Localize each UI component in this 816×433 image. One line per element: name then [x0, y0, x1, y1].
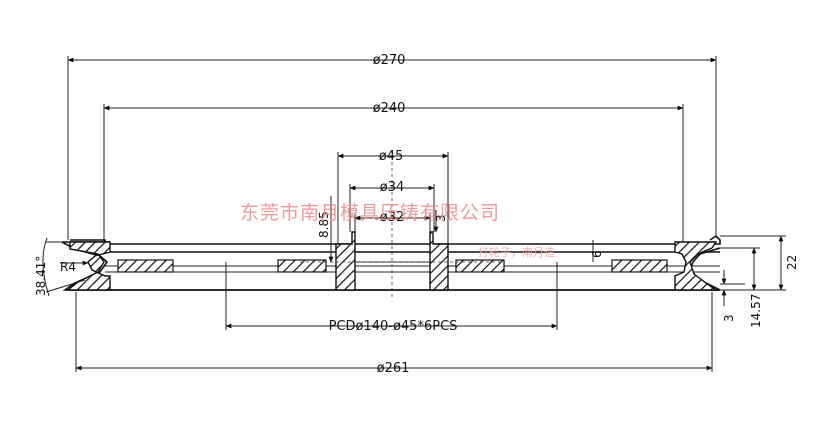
dimension-lines — [42, 57, 784, 371]
dimension-labels: ø270 ø240 ø45 ø34 ø32 ø261 PCDø140-ø45*6… — [34, 53, 799, 376]
label-h885: 8.85 — [317, 211, 331, 238]
right-rim-section — [674, 241, 719, 291]
web-bar-2 — [277, 259, 327, 273]
web-bar-3 — [455, 259, 505, 273]
label-h22: 22 — [785, 255, 799, 270]
label-d45: ø45 — [379, 149, 404, 164]
hub-right-section — [429, 231, 449, 291]
label-d270: ø270 — [373, 53, 406, 68]
angle-arc — [42, 237, 50, 297]
wheel-section — [61, 150, 721, 300]
label-h3a: 3 — [434, 214, 448, 222]
label-d261: ø261 — [377, 361, 410, 376]
extension-lines — [67, 56, 786, 372]
left-rim-section — [66, 241, 111, 291]
label-h6: 6 — [590, 250, 604, 258]
label-angle: 38.41° — [34, 256, 48, 296]
watermark-company: 东莞市南月模具压铸有限公司 — [240, 202, 500, 224]
web-bar-4 — [611, 259, 668, 273]
watermark-small: 打轮子，南月造 — [478, 245, 555, 259]
label-d240: ø240 — [373, 101, 406, 116]
label-h3b: 3 — [722, 314, 736, 322]
label-d32: ø32 — [380, 210, 405, 225]
label-radius: R4 — [60, 260, 76, 274]
hub-left-section — [335, 231, 356, 291]
label-h1457: 14.57 — [749, 294, 763, 328]
angle-ref-bottom — [45, 279, 86, 293]
web-bar-1 — [117, 259, 174, 273]
label-pcd: PCDø140-ø45*6PCS — [329, 319, 458, 334]
label-d34: ø34 — [380, 180, 405, 195]
